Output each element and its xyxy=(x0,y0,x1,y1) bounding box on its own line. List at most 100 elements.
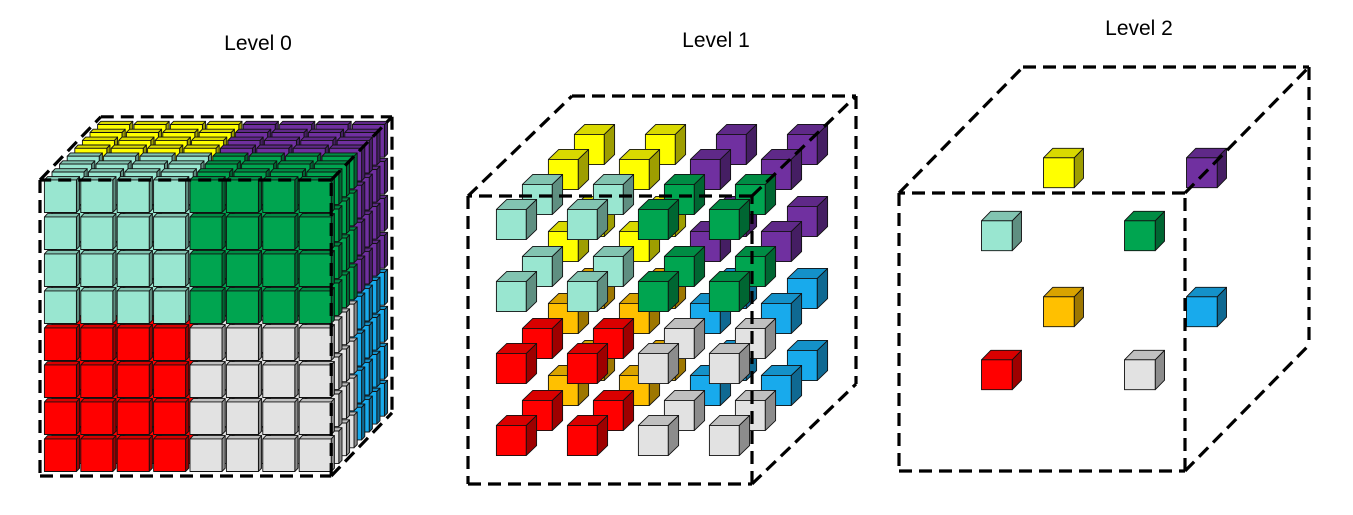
voxel-cube xyxy=(1186,286,1227,328)
cube-top-face xyxy=(235,128,272,133)
wireframe-box xyxy=(100,115,394,413)
cube-top-face xyxy=(189,287,226,292)
cube-front-face xyxy=(1124,220,1156,252)
cube-side-face xyxy=(75,250,81,287)
cube-side-face xyxy=(353,226,358,264)
cube-front-face xyxy=(225,438,259,472)
voxel-cube xyxy=(225,287,263,324)
cube-side-face xyxy=(294,435,299,472)
cube-top-face xyxy=(206,120,243,126)
cube-top-face xyxy=(153,287,190,292)
cube-side-face xyxy=(75,324,81,361)
voxel-cube xyxy=(786,195,829,238)
voxel-cube xyxy=(80,361,117,398)
voxel-cube xyxy=(708,342,751,385)
cube-side-face xyxy=(376,202,381,240)
cube-front-face xyxy=(43,179,77,213)
cube-side-face xyxy=(376,239,381,277)
cube-side-face xyxy=(368,173,373,211)
voxel-cube xyxy=(153,287,190,324)
cube-side-face xyxy=(257,287,263,324)
cube-front-face xyxy=(80,438,114,472)
cube-front-face xyxy=(298,364,332,398)
cube-front-face xyxy=(80,253,114,287)
cube-front-face xyxy=(495,208,527,241)
cube-side-face xyxy=(294,213,299,250)
cube-top-face xyxy=(116,287,153,292)
cube-top-face xyxy=(43,250,81,255)
cube-top-face xyxy=(298,324,335,329)
cube-top-face xyxy=(242,120,279,126)
cube-side-face xyxy=(257,324,263,361)
cube-side-face xyxy=(361,255,366,293)
cube-side-face xyxy=(294,176,299,213)
voxel-cube xyxy=(262,361,299,398)
cube-top-face xyxy=(262,250,299,255)
cube-front-face xyxy=(80,401,114,435)
voxel-cube xyxy=(592,389,635,432)
cube-side-face xyxy=(383,157,389,195)
cube-top-face xyxy=(43,213,81,218)
cube-front-face xyxy=(262,401,296,435)
cube-front-face xyxy=(116,216,150,250)
voxel-cube xyxy=(1124,210,1165,252)
voxel-cube xyxy=(189,398,226,435)
cube-side-face xyxy=(383,231,389,269)
cube-front-face xyxy=(708,280,740,313)
cube-side-face xyxy=(353,337,358,375)
cube-side-face xyxy=(294,324,299,361)
cube-side-face xyxy=(112,435,117,472)
cube-side-face xyxy=(294,361,299,398)
cube-front-face xyxy=(1043,157,1075,189)
cube-side-face xyxy=(345,234,351,272)
cube-top-face xyxy=(118,136,155,141)
cube-top-face xyxy=(116,213,153,218)
cube-front-face xyxy=(116,438,150,472)
cube-side-face xyxy=(338,427,343,465)
cube-front-face xyxy=(298,216,332,250)
cube-top-face xyxy=(103,152,140,157)
cube-front-face xyxy=(566,280,598,313)
voxel-cube xyxy=(43,287,81,324)
cube-side-face xyxy=(221,250,226,287)
cube-top-face xyxy=(189,213,226,218)
cube-side-face xyxy=(361,181,366,219)
cube-side-face xyxy=(353,189,358,227)
cube-front-face xyxy=(298,401,332,435)
cube-front-face xyxy=(708,352,740,385)
level-0-title: Level 0 xyxy=(224,32,292,55)
cube-top-face xyxy=(153,213,190,218)
cube-top-face xyxy=(225,361,263,366)
cube-side-face xyxy=(345,197,351,235)
voxel-cube xyxy=(116,250,153,287)
voxel-cube xyxy=(153,213,190,250)
cube-top-face xyxy=(189,324,226,329)
cube-front-face xyxy=(116,290,150,324)
voxel-cube xyxy=(708,270,751,313)
cube-top-face xyxy=(168,160,205,165)
cube-front-face xyxy=(637,280,669,313)
cube-front-face xyxy=(43,364,77,398)
cube-side-face xyxy=(112,213,117,250)
cube-front-face xyxy=(1043,296,1075,328)
voxel-cube xyxy=(225,361,263,398)
cube-top-face xyxy=(133,120,170,126)
cube-side-face xyxy=(185,250,190,287)
cube-top-face xyxy=(344,128,381,133)
cube-side-face xyxy=(368,358,373,396)
cube-side-face xyxy=(257,398,263,435)
cube-side-face xyxy=(294,398,299,435)
cube-top-face xyxy=(124,168,161,173)
cube-side-face xyxy=(376,276,381,314)
cube-side-face xyxy=(361,292,366,330)
voxel-cube xyxy=(262,324,299,361)
voxel-cube xyxy=(298,324,335,361)
level-2-title: Level 2 xyxy=(1105,17,1173,40)
wireframe-box xyxy=(1023,65,1311,345)
voxel-cube xyxy=(637,270,680,313)
cube-side-face xyxy=(338,168,343,206)
cube-side-face xyxy=(368,321,373,359)
level-2-cube: Level 2 xyxy=(897,17,1311,473)
voxel-cube xyxy=(262,176,299,213)
cube-front-face xyxy=(43,216,77,250)
